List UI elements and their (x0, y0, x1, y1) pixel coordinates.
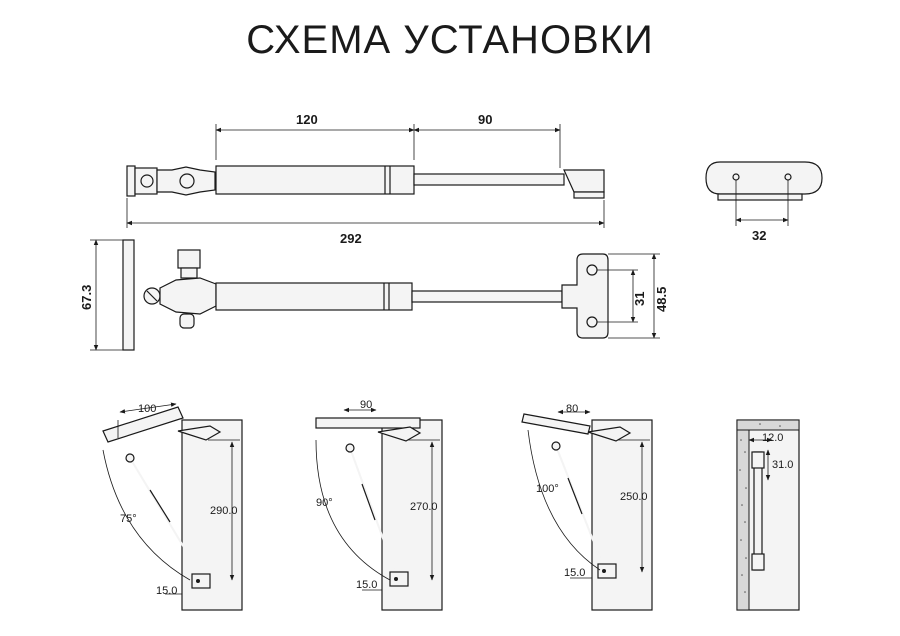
section-dim-a: 12.0 (762, 432, 783, 444)
dim-plate-holes: 31 (632, 292, 647, 306)
install-1-offset: 100 (138, 403, 156, 415)
install-3-height: 250.0 (620, 491, 648, 503)
install-2-height: 270.0 (410, 501, 438, 513)
install-3-base: 15.0 (564, 567, 585, 579)
dim-body-length: 120 (296, 112, 318, 127)
dim-rod-length: 90 (478, 112, 492, 127)
mounting-plate-view: 32 (705, 161, 823, 243)
dim-total-length: 292 (340, 231, 362, 246)
install-1-height: 290.0 (210, 505, 238, 517)
install-3-angle: 100° (536, 483, 559, 495)
dim-hole-spacing: 32 (752, 228, 766, 243)
install-2-angle: 90° (316, 497, 333, 509)
strut-side-view: 67.3 31 48.5 (79, 239, 669, 351)
install-scheme-90: 90 90° 270.0 15.0 (315, 399, 443, 611)
install-1-base: 15.0 (156, 585, 177, 597)
dim-plate-height: 48.5 (654, 287, 669, 312)
install-2-offset: 90 (360, 399, 372, 411)
cabinet-section-view: 12.0 31.0 (736, 419, 800, 611)
dim-height: 67.3 (79, 285, 94, 310)
install-2-base: 15.0 (356, 579, 377, 591)
install-scheme-100: 80 100° 250.0 15.0 (521, 403, 653, 611)
install-3-offset: 80 (566, 403, 578, 415)
diagram-title: СХЕМА УСТАНОВКИ (246, 18, 654, 62)
section-dim-b: 31.0 (772, 459, 793, 471)
install-scheme-75: 100 75° 290.0 15.0 (102, 402, 243, 611)
strut-top-view: 120 90 292 (126, 112, 605, 246)
install-1-angle: 75° (120, 513, 137, 525)
